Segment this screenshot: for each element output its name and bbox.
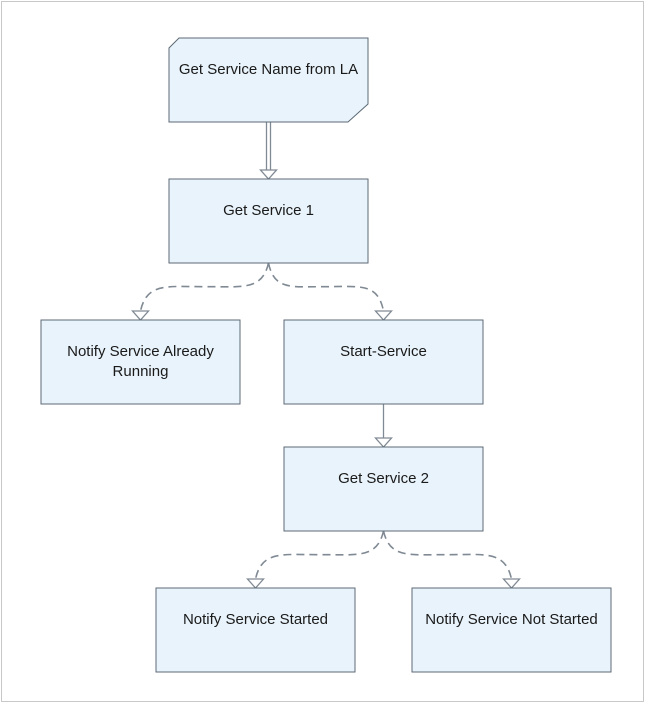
edge-n2-n3 bbox=[131, 262, 270, 321]
node-label: Start-Service bbox=[340, 343, 427, 360]
node-get-service-1[interactable]: Get Service 1 bbox=[168, 178, 369, 264]
edge-n1-n2 bbox=[259, 122, 278, 180]
node-shape bbox=[168, 178, 369, 264]
edge-arrowhead bbox=[374, 437, 393, 448]
edge-line bbox=[139, 262, 270, 312]
node-shape bbox=[168, 37, 369, 123]
node-shape bbox=[283, 319, 484, 405]
edge-arrowhead bbox=[131, 310, 150, 321]
edge-n5-n6 bbox=[246, 530, 385, 589]
edge-n4-n5 bbox=[374, 404, 393, 448]
edge-arrowhead bbox=[502, 578, 521, 589]
node-shape bbox=[411, 587, 612, 673]
edge-line bbox=[267, 262, 385, 312]
node-shape bbox=[155, 587, 356, 673]
node-label: Notify Service Not Started bbox=[425, 611, 598, 628]
node-notify-service-started[interactable]: Notify Service Started bbox=[155, 587, 356, 673]
edges-layer bbox=[131, 122, 521, 589]
edge-n5-n7 bbox=[382, 530, 521, 589]
edge-line bbox=[254, 530, 385, 580]
nodes-layer: Get Service Name from LA Get Service 1 Not… bbox=[40, 37, 612, 673]
node-label: Notify Service Started bbox=[183, 611, 328, 628]
node-get-service-2[interactable]: Get Service 2 bbox=[283, 446, 484, 532]
node-label: Get Service 1 bbox=[223, 202, 314, 219]
node-label: Notify Service Already bbox=[67, 343, 214, 360]
edge-arrowhead bbox=[246, 578, 265, 589]
edge-arrowhead bbox=[259, 169, 278, 180]
node-label: Running bbox=[113, 363, 169, 380]
node-label: Get Service 2 bbox=[338, 470, 429, 487]
node-notify-service-not-started[interactable]: Notify Service Not Started bbox=[411, 587, 612, 673]
node-label: Get Service Name from LA bbox=[179, 61, 358, 78]
node-shape bbox=[283, 446, 484, 532]
node-shape bbox=[40, 319, 241, 405]
edge-n2-n4 bbox=[267, 262, 393, 321]
node-start-service[interactable]: Start-Service bbox=[283, 319, 484, 405]
edge-arrowhead bbox=[374, 310, 393, 321]
node-get-service-name-from-la[interactable]: Get Service Name from LA bbox=[168, 37, 369, 123]
edge-line bbox=[382, 530, 513, 580]
